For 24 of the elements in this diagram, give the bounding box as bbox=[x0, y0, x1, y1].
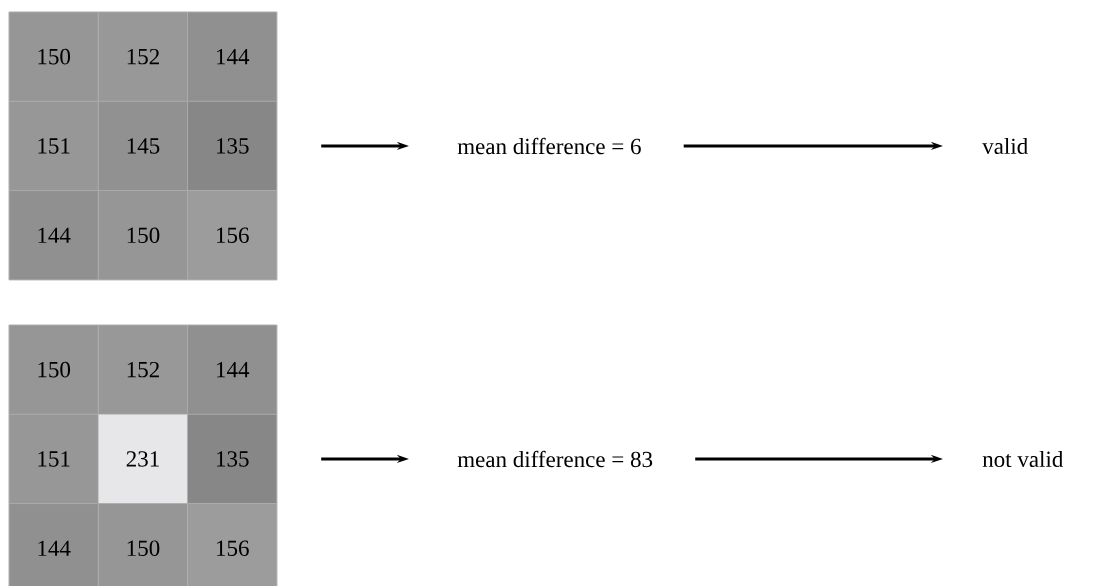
pixel-cell: 144 bbox=[187, 11, 278, 102]
pixel-cell: 152 bbox=[98, 324, 188, 415]
pixel-cell: 150 bbox=[8, 324, 99, 415]
pixel-cell: 144 bbox=[187, 324, 278, 415]
result-text: not valid bbox=[982, 450, 1064, 468]
pixel-cell: 151 bbox=[8, 414, 99, 504]
pixel-grid bbox=[8, 11, 278, 281]
pixel-cell: 135 bbox=[187, 414, 278, 504]
result-text: mean difference = 6 bbox=[457, 137, 641, 155]
pixel-cell: 145 bbox=[98, 101, 188, 191]
pixel-cell: 151 bbox=[8, 101, 99, 191]
pixel-cell: 144 bbox=[8, 503, 99, 586]
pixel-cell: 156 bbox=[187, 503, 278, 586]
result-text: valid bbox=[982, 137, 1028, 155]
pixel-grid bbox=[8, 324, 278, 586]
pixel-cell: 150 bbox=[98, 503, 188, 586]
pixel-cell: 150 bbox=[98, 190, 188, 281]
pixel-cell: 152 bbox=[98, 11, 188, 102]
pixel-cell: 150 bbox=[8, 11, 99, 102]
pixel-cell: 231 bbox=[98, 414, 188, 504]
result-text: mean difference = 83 bbox=[457, 450, 653, 468]
pixel-cell: 156 bbox=[187, 190, 278, 281]
pixel-cell: 144 bbox=[8, 190, 99, 281]
pixel-cell: 135 bbox=[187, 101, 278, 191]
